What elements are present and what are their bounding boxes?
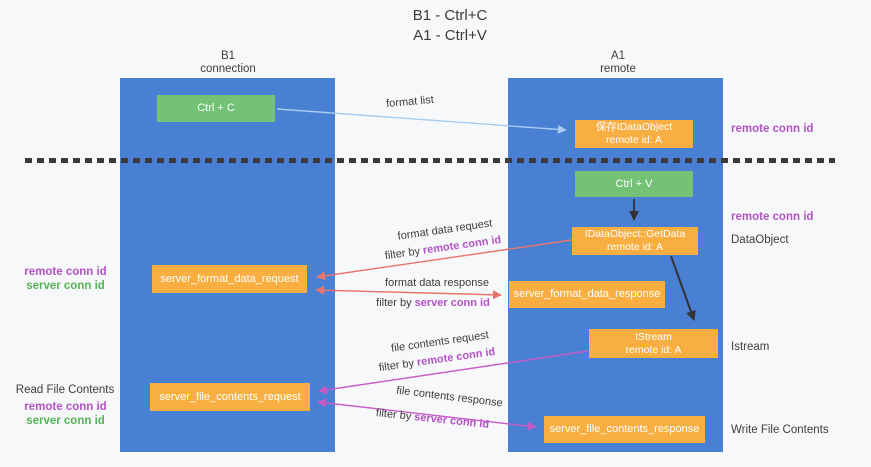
format-list-arrow (276, 108, 567, 134)
file-contents-request-arrow (318, 350, 589, 395)
right-remote-conn-id-label-top: remote conn id (731, 123, 814, 135)
save-idataobject-line2: remote id: A (605, 134, 663, 146)
session-divider-dashed-line (25, 158, 835, 163)
format-data-response-label: format data response (385, 277, 489, 289)
title-line-1: B1 - Ctrl+C (412, 7, 488, 24)
left-server-conn-id-label-2: server conn id (26, 415, 105, 427)
server-file-contents-request-box: server_file_contents_request (150, 383, 310, 411)
idataobject-getdata-box: IDataObject::GetData remote id: A (572, 227, 698, 255)
server-conn-id-text: server conn id (414, 297, 490, 309)
filter-by-text: filter by (376, 297, 412, 309)
right-column-subtitle: remote (600, 63, 636, 75)
server-file-contents-response-box: server_file_contents_response (544, 416, 705, 443)
right-remote-conn-id-label-mid: remote conn id (731, 211, 814, 223)
diagram-title: B1 - Ctrl+C A1 - Ctrl+V (300, 6, 600, 46)
write-file-contents-label: Write File Contents (731, 424, 829, 436)
server-format-data-request-label: server_format_data_request (160, 272, 299, 285)
server-format-data-response-box: server_format_data_response (509, 281, 665, 308)
server-format-data-response-label: server_format_data_response (513, 288, 661, 300)
ctrl-c-box: Ctrl + C (157, 95, 275, 122)
server-file-contents-response-label: server_file_contents_response (549, 423, 700, 435)
getdata-line1: IDataObject::GetData (584, 228, 686, 240)
format-data-request-arrow (316, 239, 573, 281)
save-idataobject-line1: 保存IDataObject (595, 121, 673, 133)
dataobject-label: DataObject (731, 234, 789, 246)
left-server-conn-id-label: server conn id (26, 280, 105, 292)
istream-line2: remote id: A (625, 343, 682, 356)
istream-side-label: Istream (731, 341, 770, 353)
server-file-contents-request-label: server_file_contents_request (159, 390, 301, 403)
format-data-response-arrow (315, 285, 502, 300)
getdata-to-istream-arrow (670, 255, 696, 321)
right-column-header: A1 remote (568, 50, 668, 76)
left-remote-conn-id-label: remote conn id (24, 266, 107, 278)
left-column-subtitle: connection (200, 63, 256, 75)
left-column-title: B1 (220, 50, 236, 62)
istream-line1: IStream (635, 330, 672, 343)
server-format-data-request-box: server_format_data_request (152, 265, 307, 293)
ctrl-v-label: Ctrl + V (615, 177, 653, 190)
title-line-2: A1 - Ctrl+V (413, 27, 487, 44)
right-column-title: A1 (610, 50, 626, 62)
file-contents-response-arrow (317, 398, 537, 431)
getdata-line2: remote id: A (606, 241, 664, 253)
ctrl-c-label: Ctrl + C (197, 102, 235, 114)
save-idataobject-box: 保存IDataObject remote id: A (575, 120, 693, 148)
istream-box: IStream remote id: A (589, 329, 718, 358)
left-column-header: B1 connection (178, 50, 278, 76)
left-remote-conn-id-label-2: remote conn id (24, 401, 107, 413)
ctrl-v-box: Ctrl + V (575, 171, 693, 197)
read-file-contents-label: Read File Contents (15, 384, 115, 396)
